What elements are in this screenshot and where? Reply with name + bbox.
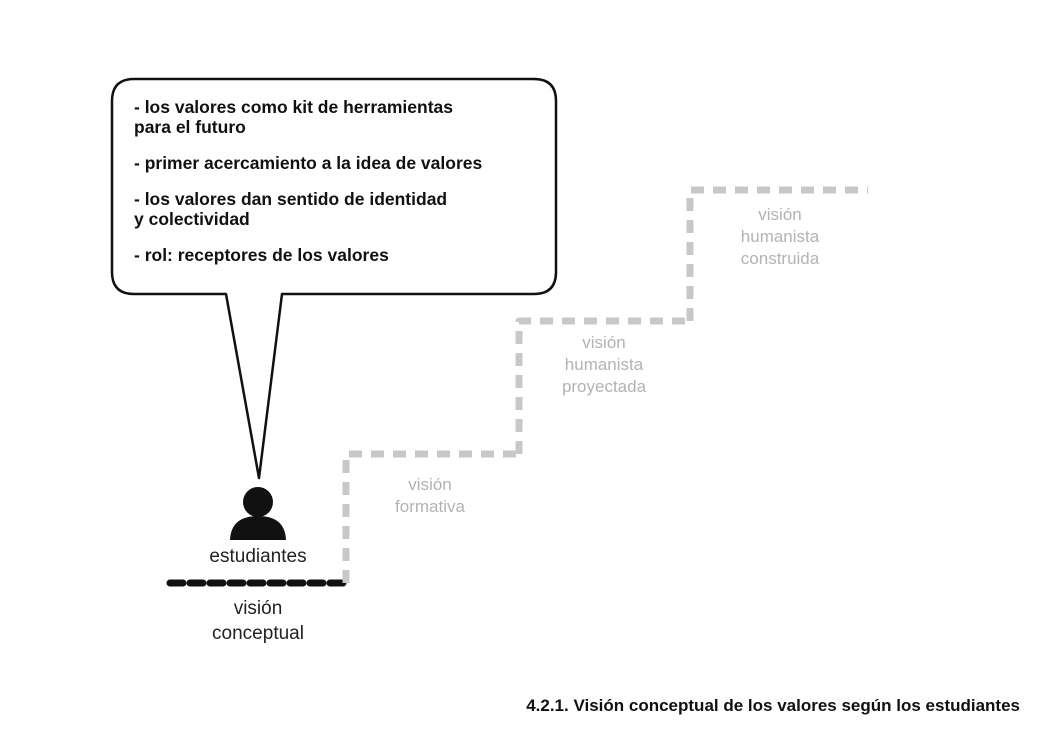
bubble-item-line: - los valores dan sentido de identidad <box>134 189 448 209</box>
step-label-proyectada: visión humanista proyectada <box>536 332 672 398</box>
bubble-item: - rol: receptores de los valores <box>134 245 542 265</box>
figure-caption: 4.2.1. Visión conceptual de los valores … <box>526 696 1020 715</box>
step-label-line: visión <box>582 333 626 352</box>
actor-label-text: estudiantes <box>209 546 307 567</box>
bubble-item-line: y colectividad <box>134 209 250 229</box>
bubble-item: - primer acercamiento a la idea de valor… <box>134 153 542 173</box>
step-label-line: construida <box>740 249 820 268</box>
step-label-line: visión <box>408 475 452 494</box>
bubble-item: - los valores dan sentido de identidad y… <box>134 189 542 229</box>
bubble-item-line: para el futuro <box>134 117 246 137</box>
step-label-line: humanista <box>740 227 820 246</box>
step-proyectada-line <box>515 317 690 454</box>
step-label-conceptual: visión conceptual <box>180 596 336 646</box>
step-label-construida: visión humanista construida <box>712 204 848 270</box>
step-label-line: humanista <box>564 355 644 374</box>
bubble-item-line: - rol: receptores de los valores <box>134 245 389 265</box>
actor-label: estudiantes <box>188 544 328 569</box>
step-construida-line <box>686 186 868 321</box>
step-label-line: formativa <box>395 497 465 516</box>
step-formativa-line <box>342 450 519 583</box>
bubble-item: - los valores como kit de herramientas p… <box>134 97 542 137</box>
step-label-line: proyectada <box>561 377 647 396</box>
bubble-item-line: - primer acercamiento a la idea de valor… <box>134 153 483 173</box>
person-icon <box>230 487 286 540</box>
step-label-line: conceptual <box>212 623 304 644</box>
step-label-line: visión <box>233 598 283 619</box>
speech-bubble-text: - los valores como kit de herramientas p… <box>112 79 556 293</box>
step-label-line: visión <box>758 205 802 224</box>
speech-bubble-outline <box>110 77 558 480</box>
bubble-item-line: - los valores como kit de herramientas <box>134 97 454 117</box>
step-label-formativa: visión formativa <box>362 474 498 518</box>
